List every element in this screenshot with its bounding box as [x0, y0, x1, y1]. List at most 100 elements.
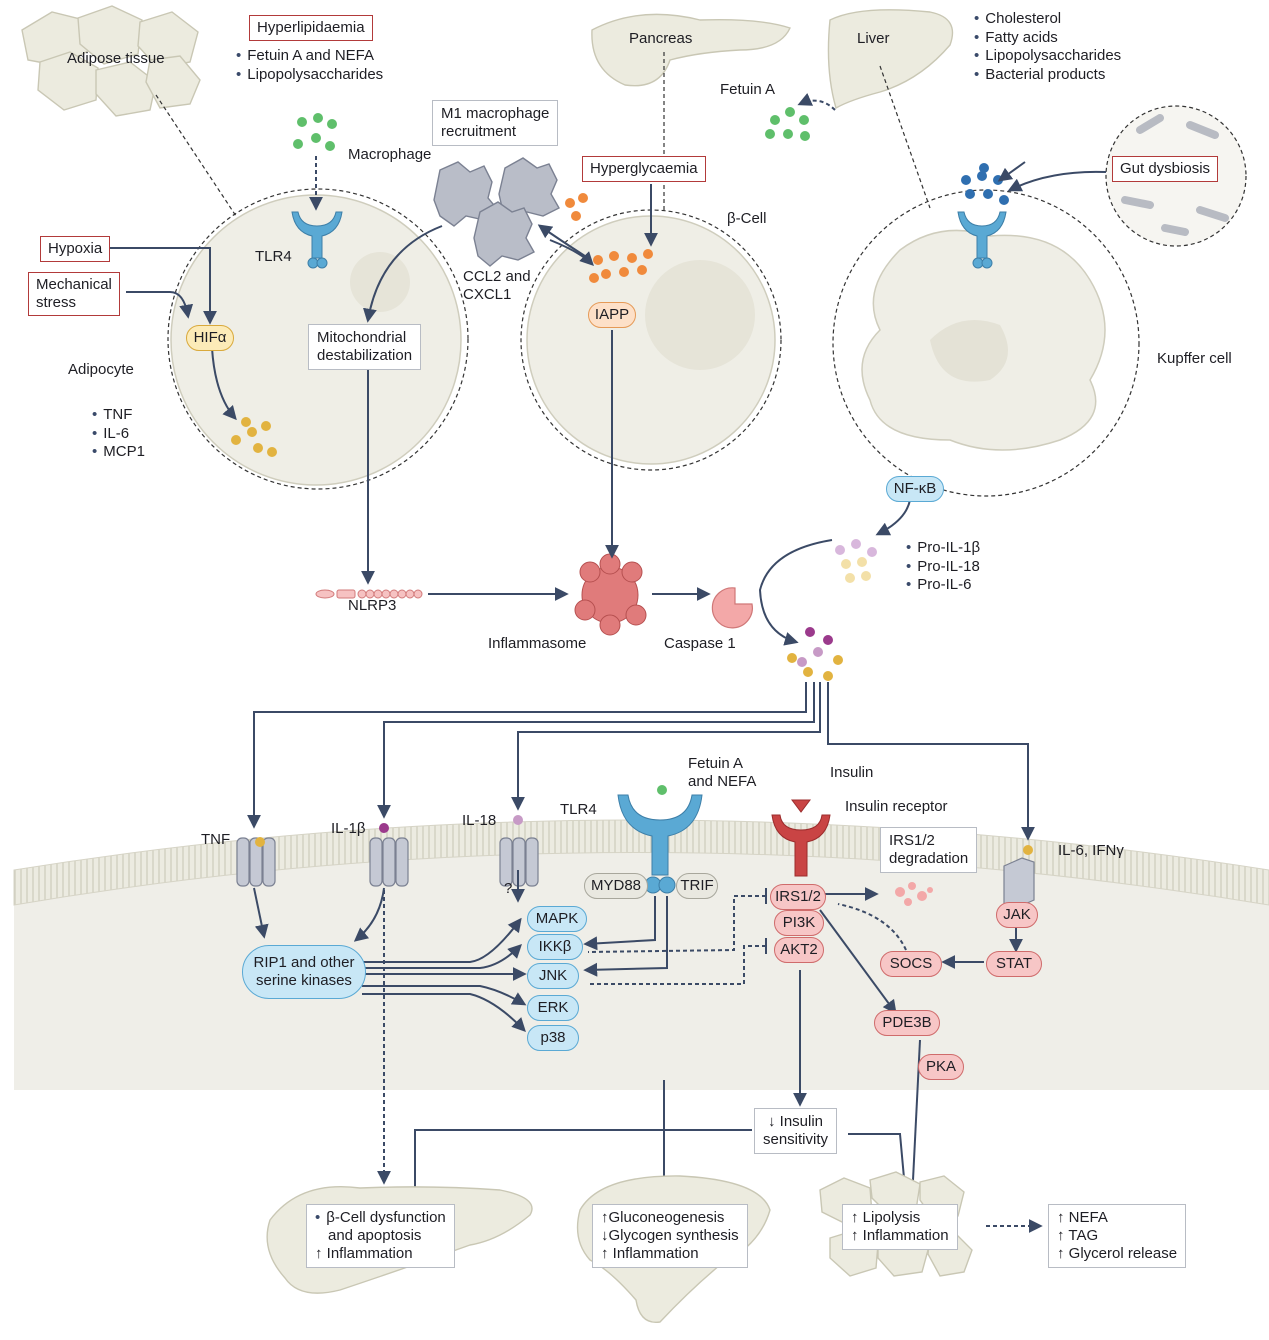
liver-factor: Cholesterol — [974, 10, 1121, 29]
mito-line: Mitochondrial — [317, 329, 407, 346]
caspase-shape — [711, 587, 753, 629]
liver-factor: Fatty acids — [974, 29, 1121, 48]
pka-pill: PKA — [918, 1054, 964, 1080]
leader-lines — [155, 52, 931, 217]
nlrp3-shape — [315, 589, 423, 599]
question-label: ? — [504, 880, 513, 897]
adipose-bottom-shape — [819, 1171, 973, 1277]
insulin-receptor-label: Insulin receptor — [845, 798, 948, 815]
adipocyte-label: Adipocyte — [68, 361, 134, 378]
hyperglycaemia-box: Hyperglycaemia — [582, 156, 706, 182]
pale-dots — [835, 539, 877, 583]
rip1-kinases-ellipse: RIP1 and other serine kinases — [242, 945, 366, 999]
outcome-text: β-Cell dysfunction — [326, 1209, 446, 1226]
ccl2-line: CCL2 and — [463, 268, 531, 285]
nlrp3-label: NLRP3 — [348, 597, 397, 614]
pancreas-label: Pancreas — [629, 30, 693, 47]
hyperlipidaemia-item: Fetuin A and NEFA — [236, 47, 383, 66]
adipose-tissue-label: Adipose tissue — [67, 50, 165, 67]
outcome-line: ↑ Inflammation — [315, 1245, 413, 1262]
liver-factor: Bacterial products — [974, 66, 1121, 85]
liver-top-shape — [827, 9, 954, 110]
m1-recruitment-box: M1 macrophage recruitment — [432, 100, 559, 146]
pde3b-pill: PDE3B — [874, 1010, 940, 1036]
pro-cytokine: Pro-IL-1β — [906, 539, 980, 558]
kupffer-cell-circle — [832, 189, 1140, 497]
tlr4-top-label: TLR4 — [255, 248, 292, 265]
fetuin-a-label: Fetuin A — [720, 81, 776, 98]
ccl2-label: CCL2 and CXCL1 — [463, 268, 531, 304]
pro-cytokine: Pro-IL-6 — [906, 576, 980, 595]
adipocyte-cytokine: TNF — [92, 406, 145, 425]
ccl2-line: CXCL1 — [463, 286, 512, 303]
irs-degradation-box: IRS1/2 degradation — [880, 827, 978, 873]
beta-cell-circle — [520, 209, 782, 471]
mechanical-line: stress — [36, 294, 77, 311]
release-outcome-box: ↑ NEFA ↑ TAG ↑ Glycerol release — [1048, 1204, 1187, 1268]
pro-cytokine: Pro-IL-18 — [906, 558, 980, 577]
mapk-pill: MAPK — [527, 906, 587, 932]
outcome-line: and apoptosis — [315, 1227, 446, 1245]
insulin-receptor-shape — [771, 799, 831, 877]
mito-line: destabilization — [317, 347, 413, 364]
inflammasome-label: Inflammasome — [488, 635, 587, 652]
adipose-tissue-shape — [21, 5, 201, 117]
orange-dots — [565, 193, 653, 283]
outcome-line: ↑ Inflammation — [851, 1227, 949, 1244]
arrows — [110, 93, 1107, 1233]
rip1-line: RIP1 and other — [253, 954, 355, 971]
il6-ifn-label: IL-6, IFNγ — [1058, 842, 1124, 859]
rip1-line: serine kinases — [256, 972, 352, 989]
liver-outcome-box: ↑Gluconeogenesis ↓Glycogen synthesis ↑ I… — [592, 1204, 748, 1268]
hif-pill: HIFα — [186, 325, 234, 351]
macrophage-label: Macrophage — [348, 146, 432, 163]
m1-line: M1 macrophage — [441, 105, 550, 122]
irs-degradation-fragments — [895, 882, 933, 906]
irs-degradation-line: degradation — [889, 850, 969, 867]
insulin-sensitivity-box: ↓ Insulin sensitivity — [754, 1108, 838, 1154]
tlr4-receptor-bottom — [617, 794, 703, 894]
macrophage-cluster — [433, 157, 560, 267]
hypoxia-box: Hypoxia — [40, 236, 111, 262]
liver-factors-list: Cholesterol Fatty acids Lipopolysacchari… — [974, 10, 1121, 84]
green-dots — [293, 107, 810, 795]
inflammasome-shape — [574, 553, 647, 636]
il1b-label: IL-1β — [331, 820, 366, 837]
outcome-line: ↑Gluconeogenesis — [601, 1209, 725, 1226]
fetuin-nefa-label: Fetuin A and NEFA — [688, 755, 756, 791]
yellow-dots — [231, 417, 1033, 855]
gut-dysbiosis-box: Gut dysbiosis — [1112, 156, 1219, 182]
caspase-label: Caspase 1 — [664, 635, 736, 652]
insulin-label: Insulin — [830, 764, 874, 781]
jnk-pill: JNK — [527, 963, 579, 989]
outcome-line: ↑ NEFA — [1057, 1209, 1108, 1226]
fetuin-nefa-line: Fetuin A — [688, 755, 744, 772]
myd88-pill: MYD88 — [584, 873, 648, 899]
mechanical-stress-box: Mechanical stress — [28, 272, 120, 316]
pi3k-pill: PI3K — [774, 910, 824, 936]
beta-cell-label: β-Cell — [727, 210, 767, 227]
irs-pill: IRS1/2 — [770, 884, 826, 910]
fetuin-nefa-line: and NEFA — [688, 773, 757, 790]
insulin-sensitivity-line: sensitivity — [763, 1131, 829, 1148]
mito-box: Mitochondrial destabilization — [308, 324, 422, 370]
blue-dots — [961, 163, 1009, 205]
cell-membrane — [13, 819, 1269, 1090]
adipocyte-cytokine: IL-6 — [92, 425, 145, 444]
hyperlipidaemia-list: Fetuin A and NEFA Lipopolysaccharides — [236, 47, 383, 84]
erk-pill: ERK — [527, 995, 579, 1021]
irs-degradation-line: IRS1/2 — [889, 832, 935, 849]
il18-label: IL-18 — [462, 812, 497, 829]
outcome-text: and apoptosis — [328, 1227, 422, 1244]
p38-pill: p38 — [527, 1025, 579, 1051]
kupffer-cell-label: Kupffer cell — [1157, 350, 1232, 367]
adipocyte-cytokine: MCP1 — [92, 443, 145, 462]
tnf-label: TNF — [201, 831, 231, 848]
outcome-line: ↑ Lipolysis — [851, 1209, 921, 1226]
purple-dots — [379, 627, 833, 833]
jak-pill: JAK — [996, 902, 1038, 928]
adipose-outcome-box: ↑ Lipolysis ↑ Inflammation — [842, 1204, 958, 1250]
socs-pill: SOCS — [880, 951, 942, 977]
trif-pill: TRIF — [676, 873, 718, 899]
